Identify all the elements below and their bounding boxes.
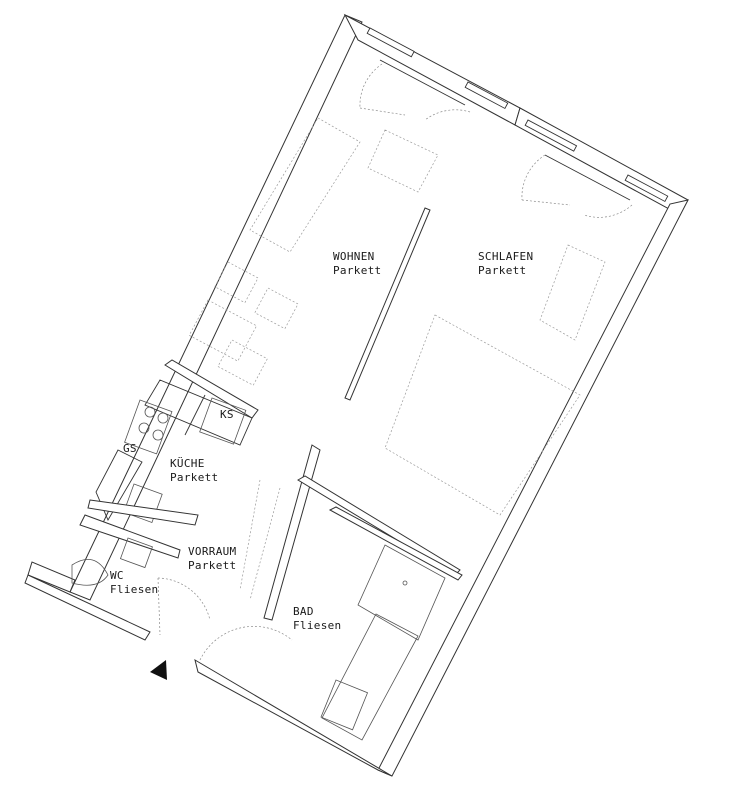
furniture xyxy=(188,117,606,601)
kueche-label: KÜCHE xyxy=(170,457,205,470)
room-labels: WOHNEN Parkett SCHLAFEN Parkett KÜCHE Pa… xyxy=(110,250,533,632)
schlafen-label: SCHLAFEN xyxy=(478,250,533,263)
ks-label: KS xyxy=(220,408,234,421)
doors xyxy=(157,63,633,661)
wc-floor: Fliesen xyxy=(110,583,158,596)
bath-fixtures xyxy=(320,544,446,741)
gs-label: GS xyxy=(123,442,137,455)
wc-label: WC xyxy=(110,569,124,582)
wc-room xyxy=(71,514,181,586)
bathroom-walls xyxy=(263,444,463,621)
wohnen-label: WOHNEN xyxy=(333,250,375,263)
vorraum-floor: Parkett xyxy=(188,559,236,572)
wohnen-floor: Parkett xyxy=(333,264,381,277)
schlafen-floor: Parkett xyxy=(478,264,526,277)
bad-floor: Fliesen xyxy=(293,619,341,632)
entrance-arrow-icon xyxy=(150,660,167,680)
kueche-floor: Parkett xyxy=(170,471,218,484)
kitchen xyxy=(87,359,259,526)
partition-wall xyxy=(344,207,431,401)
windows xyxy=(366,27,669,203)
outer-walls xyxy=(24,13,689,777)
vorraum-label: VORRAUM xyxy=(188,545,237,558)
bad-label: BAD xyxy=(293,605,314,618)
